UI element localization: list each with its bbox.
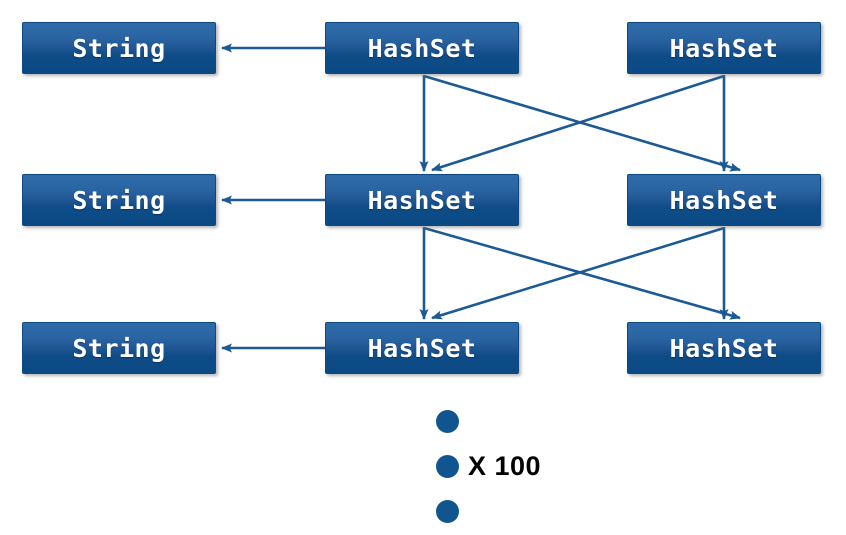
node-label: String [72, 185, 166, 215]
node-label: HashSet [367, 185, 477, 215]
node-label: HashSet [669, 333, 779, 363]
node-label: HashSet [669, 33, 779, 63]
node-hashset-1a[interactable]: HashSet [325, 22, 519, 74]
node-string-3[interactable]: String [22, 322, 216, 374]
node-hashset-1b[interactable]: HashSet [627, 22, 821, 74]
node-string-2[interactable]: String [22, 174, 216, 226]
edge-e-hs2b-hs3a [431, 226, 725, 320]
node-label: String [72, 333, 166, 363]
node-hashset-3b[interactable]: HashSet [627, 322, 821, 374]
node-hashset-2b[interactable]: HashSet [627, 174, 821, 226]
node-label: HashSet [367, 33, 477, 63]
node-label: String [72, 33, 166, 63]
node-label: HashSet [669, 185, 779, 215]
node-label: HashSet [367, 333, 477, 363]
ellipsis-dot-2 [435, 454, 459, 478]
node-hashset-3a[interactable]: HashSet [325, 322, 519, 374]
ellipsis-dot-3 [435, 499, 459, 523]
node-string-1[interactable]: String [22, 22, 216, 74]
ellipsis-dot-1 [435, 409, 459, 433]
repeat-count-label: X 100 [468, 451, 542, 481]
edge-e-hs1b-hs2a [431, 74, 725, 172]
node-hashset-2a[interactable]: HashSet [325, 174, 519, 226]
